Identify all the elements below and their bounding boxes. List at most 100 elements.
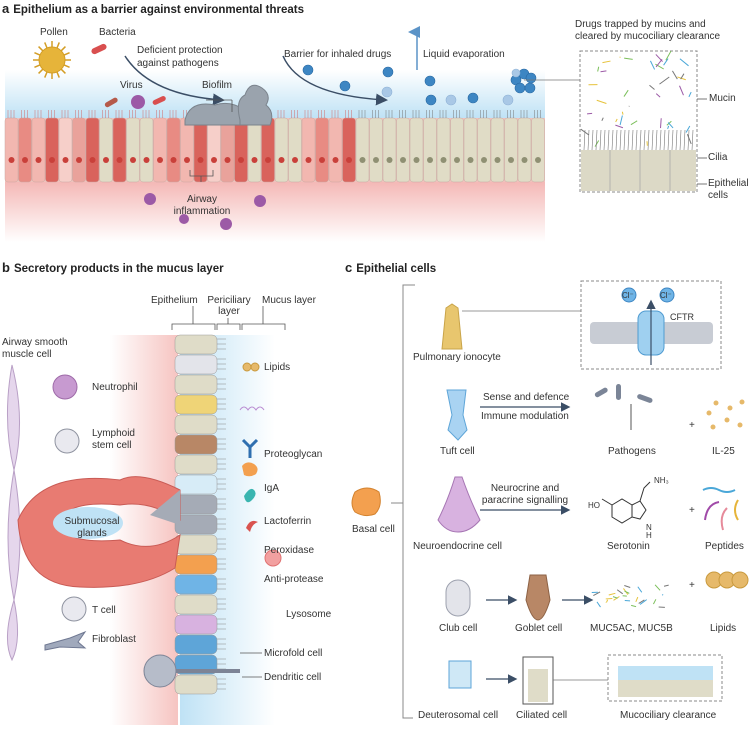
label-mucin: Mucin — [709, 93, 736, 105]
t-cell-icon — [62, 597, 86, 621]
epithelial-cell — [370, 118, 383, 182]
label-lipids: Lipids — [264, 362, 290, 374]
epithelium-row-a — [5, 110, 545, 182]
label-epithelium: Epithelium — [151, 295, 198, 307]
epithelial-cell — [208, 118, 221, 182]
label-cilia: Cilia — [708, 152, 727, 164]
panel-b-title: b Secretory products in the mucus layer — [2, 260, 224, 275]
lineage-bracket — [403, 285, 415, 718]
label-ho: HO — [588, 500, 600, 512]
plus-sign: + — [689, 420, 695, 432]
epithelial-cell — [175, 595, 217, 614]
label-deficient-protection-1: Deficient protection — [137, 45, 223, 57]
label-proteoglycan: Proteoglycan — [264, 449, 322, 461]
label-t-cell: T cell — [92, 605, 116, 617]
goblet-cell-icon — [526, 575, 550, 620]
panel-letter: c — [345, 260, 352, 275]
il-25-icon — [707, 400, 745, 430]
epithelial-cell — [175, 555, 217, 574]
mucus-layer-a — [5, 70, 545, 118]
tissue-layer-a — [5, 182, 545, 242]
label-neutrophil: Neutrophil — [92, 382, 138, 394]
club-cell-icon — [446, 580, 470, 616]
neuroendocrine-cell-icon — [438, 477, 480, 532]
epithelial-cell — [397, 118, 410, 182]
epithelial-cell — [194, 118, 207, 182]
epithelial-cell — [383, 118, 396, 182]
label-chloride-1: Cl⁻ — [622, 290, 634, 302]
epithelial-cell — [5, 118, 18, 182]
label-submucosal-glands-2: glands — [62, 528, 122, 540]
label-nh3: NH₃ — [654, 475, 669, 487]
epithelial-cell — [451, 118, 464, 182]
panel-letter: b — [2, 260, 10, 275]
label-ciliated-cell: Ciliated cell — [516, 710, 567, 722]
label-chloride-2: Cl⁻ — [660, 290, 672, 302]
label-deuterosomal-cell: Deuterosomal cell — [418, 710, 498, 722]
epithelial-cell — [73, 118, 86, 182]
label-lipids-c: Lipids — [710, 623, 736, 635]
neutrophil-icon — [53, 375, 77, 399]
label-il-25: IL-25 — [712, 446, 735, 458]
pathogens-icon — [594, 384, 653, 430]
tuft-cell-icon — [447, 390, 467, 440]
serotonin-structure-icon — [602, 482, 650, 523]
epithelial-cell — [59, 118, 72, 182]
label-club-cell: Club cell — [439, 623, 477, 635]
label-basal-cell: Basal cell — [352, 524, 395, 536]
epithelial-cell — [491, 118, 504, 182]
epithelial-cell — [175, 335, 217, 354]
panel-title-text: Epithelial cells — [356, 263, 436, 275]
label-virus: Virus — [120, 80, 143, 92]
epithelial-cell — [410, 118, 423, 182]
label-mucociliary-clearance: Mucociliary clearance — [620, 710, 716, 722]
epithelial-cell — [86, 118, 99, 182]
label-bacteria: Bacteria — [99, 27, 136, 39]
lymphoid-stem-cell-icon — [55, 429, 79, 453]
label-peptides: Peptides — [705, 541, 744, 553]
epithelial-cell — [175, 455, 217, 474]
epithelial-cell — [262, 118, 275, 182]
label-lymphoid-stem-cell-2: stem cell — [92, 440, 131, 452]
epithelial-cell — [329, 118, 342, 182]
label-iga: IgA — [264, 483, 279, 495]
label-peroxidase: Peroxidase — [264, 545, 314, 557]
label-tuft-cell: Tuft cell — [440, 446, 475, 458]
epithelial-cell — [175, 675, 217, 694]
label-lysosome: Lysosome — [286, 609, 331, 621]
epithelial-cell — [175, 575, 217, 594]
epithelial-cell — [175, 495, 217, 514]
label-dendritic-cell: Dendritic cell — [264, 672, 321, 684]
panel-title-text: Secretory products in the mucus layer — [14, 263, 224, 275]
basal-cell-icon — [352, 488, 380, 516]
label-lymphoid-stem-cell-1: Lymphoid — [92, 428, 135, 440]
epithelial-cell — [175, 635, 217, 654]
epithelial-cell — [46, 118, 59, 182]
label-airway-inflammation-1: Airway — [176, 194, 228, 206]
label-sense-defence: Sense and defence — [483, 392, 569, 404]
epithelial-cell — [518, 118, 531, 182]
pollen-icon — [33, 41, 71, 79]
epithelial-cell — [167, 118, 180, 182]
label-mucus-layer: Mucus layer — [262, 295, 316, 307]
ciliated-cell-icon — [528, 669, 548, 702]
epithelial-cell — [356, 118, 369, 182]
ionocyte-icon — [442, 304, 462, 349]
lipids-bilayer-icon — [706, 572, 748, 588]
label-biofilm: Biofilm — [202, 80, 232, 92]
label-drugs-trapped-1: Drugs trapped by mucins and — [575, 19, 706, 31]
label-drugs-trapped-2: cleared by mucociliary clearance — [575, 31, 720, 43]
label-pulmonary-ionocyte: Pulmonary ionocyte — [413, 352, 501, 364]
epithelial-cell — [175, 535, 217, 554]
muc5ac-muc5b-icon — [592, 585, 669, 608]
bacteria-icon — [90, 43, 107, 55]
epithelial-cell — [464, 118, 477, 182]
label-goblet-cell: Goblet cell — [515, 623, 562, 635]
virus-icon — [131, 95, 145, 109]
epithelial-cell — [505, 118, 518, 182]
plus-sign: + — [689, 580, 695, 592]
epithelial-cell — [316, 118, 329, 182]
epithelial-cell — [532, 118, 545, 182]
label-fibroblast: Fibroblast — [92, 634, 136, 646]
epithelial-cell — [248, 118, 261, 182]
